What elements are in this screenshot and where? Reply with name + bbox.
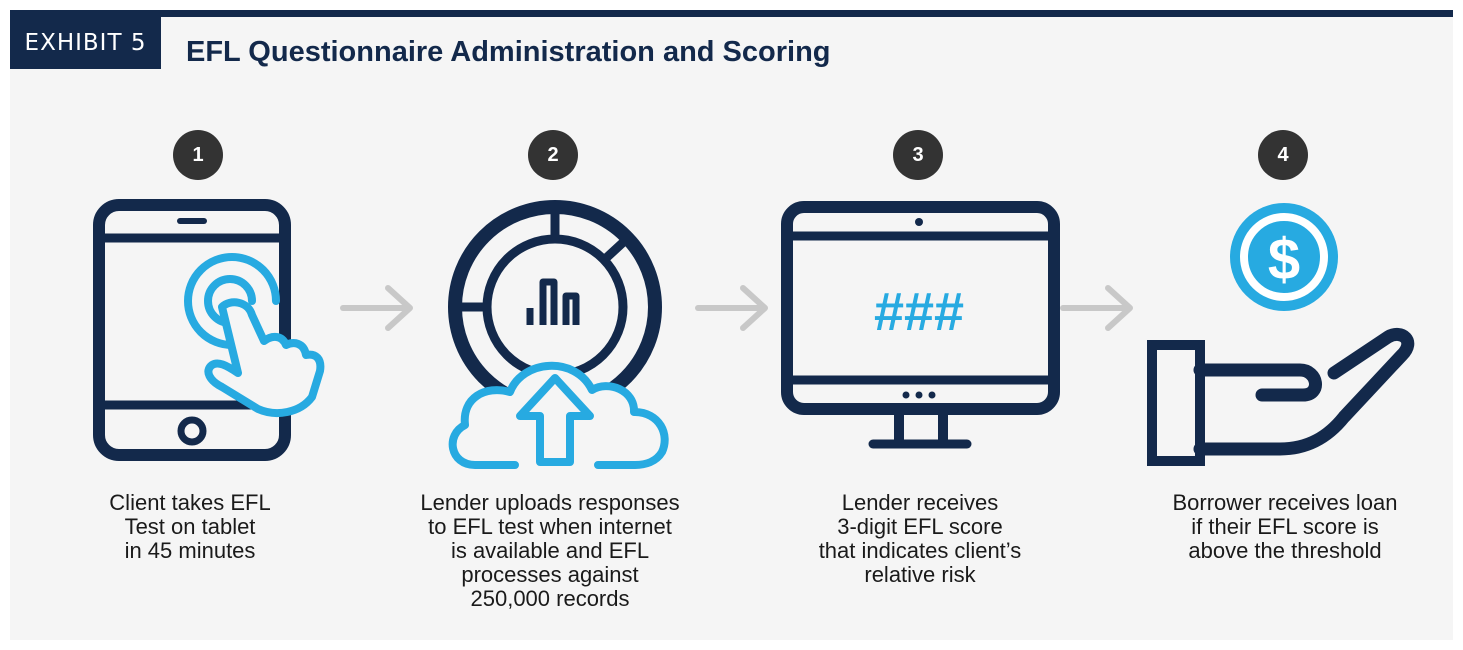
caption-line: that indicates client’s — [818, 538, 1022, 563]
caption-line: Lender receives — [841, 490, 999, 515]
header-rule — [10, 10, 1453, 17]
caption-line: Test on tablet — [124, 514, 256, 539]
tablet-touch-icon — [93, 199, 325, 461]
caption-line: Client takes EFL — [109, 490, 271, 515]
caption-line: processes against — [461, 562, 639, 587]
caption-line: Borrower receives loan — [1172, 490, 1398, 515]
caption-line: relative risk — [864, 562, 976, 587]
step-1-caption: Client takes EFL Test on tablet in 45 mi… — [40, 491, 340, 563]
caption-line: above the threshold — [1188, 538, 1382, 563]
step-4-caption: Borrower receives loan if their EFL scor… — [1130, 491, 1440, 563]
step-2-badge: 2 — [528, 130, 578, 180]
step-1-badge: 1 — [173, 130, 223, 180]
monitor-score-icon: ### — [781, 201, 1060, 449]
caption-line: 3-digit EFL score — [837, 514, 1003, 539]
step-2-caption: Lender uploads responses to EFL test whe… — [380, 491, 720, 611]
step-3-caption: Lender receives 3-digit EFL score that i… — [770, 491, 1070, 587]
caption-line: in 45 minutes — [124, 538, 256, 563]
page-title: EFL Questionnaire Administration and Sco… — [186, 36, 831, 68]
step-3-badge: 3 — [893, 130, 943, 180]
score-placeholder: ### — [874, 282, 964, 342]
caption-line: Lender uploads responses — [420, 490, 680, 515]
step-4-badge: 4 — [1258, 130, 1308, 180]
exhibit-label: EXHIBIT 5 — [10, 17, 161, 69]
caption-line: is available and EFL — [450, 538, 650, 563]
caption-line: if their EFL score is — [1191, 514, 1379, 539]
caption-line: to EFL test when internet — [428, 514, 672, 539]
arrow-right-icon — [1060, 285, 1133, 331]
hand-dollar-icon: $ — [1147, 203, 1415, 466]
caption-line: 250,000 records — [470, 586, 630, 611]
arrow-right-icon — [340, 285, 413, 331]
cloud-upload-chart-icon — [448, 200, 669, 469]
dollar-symbol: $ — [1268, 227, 1300, 292]
arrow-right-icon — [695, 285, 768, 331]
